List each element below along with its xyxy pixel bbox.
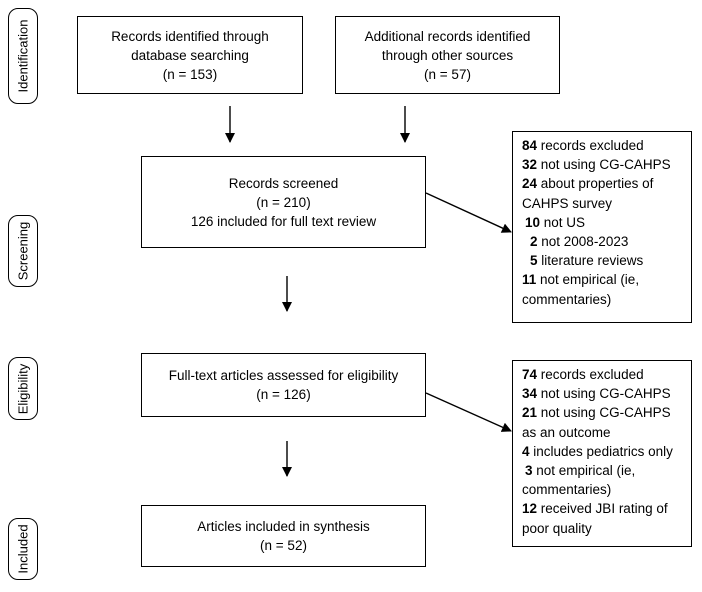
eligibility-box: Full-text articles assessed for eligibil… bbox=[141, 353, 426, 417]
other-sources-count: (n = 57) bbox=[424, 66, 471, 82]
exclusion-row: 24 about properties of bbox=[522, 176, 654, 192]
exclusion-row: 10 not US bbox=[525, 214, 586, 230]
records-screened-note: 126 included for full text review bbox=[190, 213, 377, 229]
included-label: Articles included in synthesis bbox=[197, 519, 370, 534]
exclusion-row: 21 not using CG-CAHPS bbox=[522, 405, 671, 421]
database-records-count: (n = 153) bbox=[162, 66, 218, 82]
eligibility-exclusions-box: 74 records excluded 34 not using CG-CAHP… bbox=[512, 360, 692, 547]
eligibility-count: (n = 126) bbox=[256, 387, 311, 402]
exclusion-row: 11 not empirical (ie, bbox=[522, 272, 640, 288]
exclusion-row: 4 includes pediatrics only bbox=[522, 443, 673, 459]
phase-identification: Identification bbox=[8, 8, 38, 104]
records-screened-label: Records screened bbox=[228, 175, 339, 191]
phase-screening: Screening bbox=[8, 215, 38, 287]
database-records-box: Records identified through database sear… bbox=[77, 16, 303, 94]
screening-exclusions-box: 84 records excluded 32 not using CG-CAHP… bbox=[512, 131, 692, 323]
included-box: Articles included in synthesis (n = 52) bbox=[141, 505, 426, 567]
records-screened-box: Records screened (n = 210) 126 included … bbox=[141, 156, 426, 248]
exclusion-row: as an outcome bbox=[522, 424, 611, 440]
exclusion-row: 2 not 2008-2023 bbox=[530, 234, 629, 250]
arrow-screened-to-exclusions bbox=[425, 192, 512, 233]
arrow-eligibility-to-exclusions bbox=[425, 392, 512, 432]
exclusion-row: commentaries) bbox=[522, 482, 612, 498]
exclusion-row: CAHPS survey bbox=[522, 195, 613, 211]
exclusion-row: 3 not empirical (ie, bbox=[525, 463, 636, 479]
other-sources-box: Additional records identified through ot… bbox=[335, 16, 560, 94]
database-records-line2: database searching bbox=[131, 47, 249, 63]
exclusion-row: 32 not using CG-CAHPS bbox=[522, 157, 671, 173]
exclusion-row: 74 records excluded bbox=[522, 367, 644, 382]
exclusion-row: poor quality bbox=[522, 520, 592, 536]
database-records-line1: Records identified through bbox=[111, 28, 269, 44]
exclusion-row: 34 not using CG-CAHPS bbox=[522, 386, 671, 402]
exclusion-row: 84 records excluded bbox=[522, 138, 644, 153]
exclusion-row: 5 literature reviews bbox=[530, 253, 644, 269]
phase-included: Included bbox=[8, 518, 38, 580]
other-sources-line1: Additional records identified bbox=[364, 28, 531, 44]
eligibility-label: Full-text articles assessed for eligibil… bbox=[168, 368, 399, 383]
exclusion-row: commentaries) bbox=[522, 291, 612, 307]
included-count: (n = 52) bbox=[260, 538, 307, 553]
records-screened-count: (n = 210) bbox=[256, 194, 311, 210]
other-sources-line2: through other sources bbox=[381, 47, 514, 63]
phase-eligibility: Eligibility bbox=[8, 357, 38, 420]
exclusion-row: 12 received JBI rating of bbox=[522, 501, 668, 517]
